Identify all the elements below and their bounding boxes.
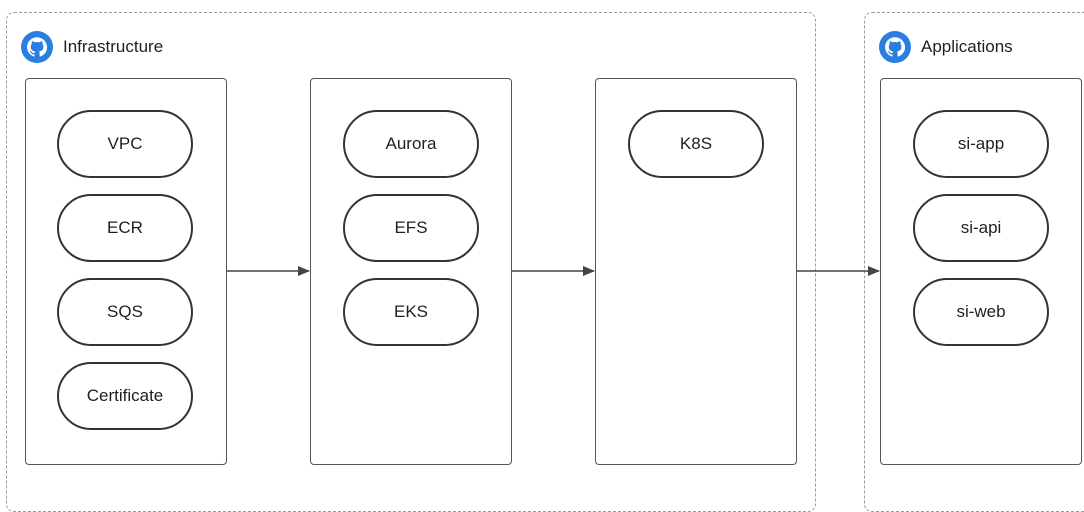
infrastructure-column-3: K8S bbox=[595, 78, 797, 465]
ecr-node[interactable]: ECR bbox=[57, 194, 193, 262]
node-label: si-app bbox=[957, 134, 1005, 153]
node-label: si-api bbox=[960, 218, 1002, 237]
applications-title: Applications bbox=[921, 37, 1013, 56]
node-label: VPC bbox=[107, 134, 143, 153]
infrastructure-title: Infrastructure bbox=[63, 37, 164, 56]
si-api-node[interactable]: si-api bbox=[913, 194, 1049, 262]
eks-node[interactable]: EKS bbox=[343, 278, 479, 346]
node-label: ECR bbox=[107, 218, 143, 237]
sqs-node[interactable]: SQS bbox=[57, 278, 193, 346]
si-web-node[interactable]: si-web bbox=[913, 278, 1049, 346]
applications-column: si-app si-api si-web bbox=[880, 78, 1082, 465]
node-label: Aurora bbox=[385, 134, 437, 153]
efs-node[interactable]: EFS bbox=[343, 194, 479, 262]
certificate-node[interactable]: Certificate bbox=[57, 362, 193, 430]
node-label: Certificate bbox=[86, 386, 164, 405]
infrastructure-header: Infrastructure bbox=[21, 31, 163, 63]
vpc-node[interactable]: VPC bbox=[57, 110, 193, 178]
applications-group: Applications bbox=[864, 12, 1084, 512]
node-label: K8S bbox=[679, 134, 713, 153]
node-label: EFS bbox=[394, 218, 428, 237]
node-label: si-web bbox=[956, 302, 1006, 321]
infrastructure-column-2: Aurora EFS EKS bbox=[310, 78, 512, 465]
node-label: EKS bbox=[393, 302, 429, 321]
github-icon bbox=[21, 31, 53, 63]
github-icon bbox=[879, 31, 911, 63]
si-app-node[interactable]: si-app bbox=[913, 110, 1049, 178]
k8s-node[interactable]: K8S bbox=[628, 110, 764, 178]
infrastructure-column-1: VPC ECR SQS Certificate bbox=[25, 78, 227, 465]
aurora-node[interactable]: Aurora bbox=[343, 110, 479, 178]
applications-header: Applications bbox=[879, 31, 1013, 63]
node-label: SQS bbox=[107, 302, 143, 321]
